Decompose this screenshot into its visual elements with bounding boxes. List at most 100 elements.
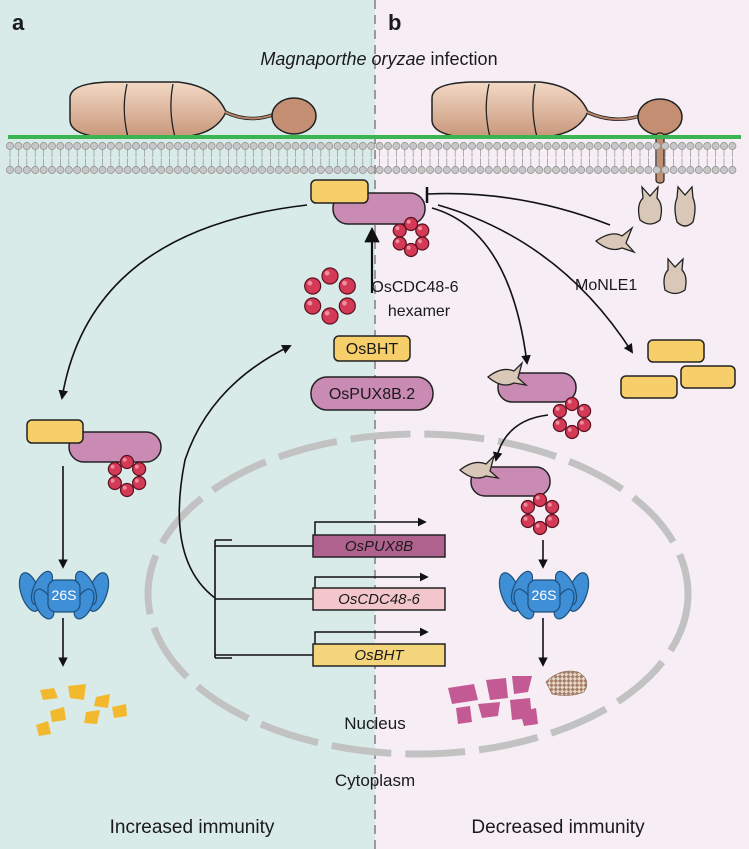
pux-protein-label: OsPUX8B.2 bbox=[329, 386, 415, 403]
lipid-head bbox=[703, 166, 712, 174]
lipid-head bbox=[174, 166, 182, 174]
lipid-head bbox=[375, 166, 384, 174]
lipid-head bbox=[140, 142, 149, 150]
lipid-head bbox=[686, 142, 695, 150]
gene-ospux8b-label: OsPUX8B bbox=[345, 538, 413, 555]
lipid-head bbox=[115, 142, 124, 150]
lipid-head bbox=[249, 166, 258, 174]
lipid-head bbox=[602, 142, 611, 150]
hexamer-subunit bbox=[119, 454, 135, 470]
lipid-head bbox=[316, 166, 325, 174]
subunit-highlight bbox=[134, 464, 139, 469]
pux-protein-label-box: OsPUX8B.2 bbox=[310, 376, 434, 411]
lipid-head bbox=[350, 142, 359, 150]
lipid-head bbox=[249, 142, 258, 150]
lipid-head bbox=[325, 142, 334, 150]
lipid-head bbox=[14, 166, 23, 174]
subunit-highlight bbox=[547, 516, 552, 521]
lipid-head bbox=[619, 142, 628, 150]
lipid-head bbox=[232, 142, 241, 150]
lipid-head bbox=[14, 142, 23, 150]
panel-b-letter: b bbox=[388, 10, 401, 35]
subunit-highlight bbox=[523, 516, 528, 521]
lipid-head bbox=[98, 166, 107, 174]
lipid-head bbox=[720, 142, 728, 150]
subunit-highlight bbox=[342, 280, 347, 286]
lipid-head bbox=[157, 166, 166, 174]
lipid-head bbox=[711, 166, 720, 174]
infection-word: infection bbox=[426, 49, 498, 69]
panel-b-outcome: Decreased immunity bbox=[471, 817, 645, 838]
lipid-head bbox=[182, 142, 191, 150]
lipid-head bbox=[258, 142, 266, 150]
lipid-head bbox=[417, 166, 426, 174]
hexamer-subunit bbox=[532, 520, 548, 536]
lipid-head bbox=[48, 142, 56, 150]
lipid-head bbox=[115, 166, 124, 174]
lipid-head bbox=[123, 142, 132, 150]
lipid-head bbox=[22, 142, 31, 150]
lipid-head bbox=[216, 142, 224, 150]
lipid-head bbox=[39, 142, 48, 150]
lipid-head bbox=[207, 166, 216, 174]
lipid-head bbox=[342, 142, 350, 150]
gene-osbht-label: OsBHT bbox=[354, 647, 405, 664]
subunit-highlight bbox=[342, 300, 347, 306]
lipid-head bbox=[132, 142, 140, 150]
lipid-head bbox=[526, 166, 535, 174]
infection-title: Magnaporthe oryzae infection bbox=[260, 49, 497, 69]
lipid-head bbox=[283, 142, 292, 150]
subunit-highlight bbox=[418, 239, 422, 244]
lipid-head bbox=[123, 166, 132, 174]
lipid-head bbox=[325, 166, 334, 174]
hexamer-subunit bbox=[552, 403, 567, 419]
lipid-head bbox=[98, 142, 107, 150]
lipid-head bbox=[73, 166, 82, 174]
lipid-head bbox=[451, 142, 460, 150]
subunit-highlight bbox=[567, 399, 572, 404]
lipid-head bbox=[476, 142, 485, 150]
pathogen-name: Magnaporthe oryzae bbox=[260, 49, 425, 69]
lipid-head bbox=[216, 166, 224, 174]
hexamer-subunit bbox=[564, 424, 580, 440]
lipid-head bbox=[64, 166, 73, 174]
panel-b-complex-1 bbox=[486, 360, 592, 440]
lipid-head bbox=[367, 166, 376, 174]
lipid-head bbox=[678, 142, 686, 150]
lipid-head bbox=[728, 142, 737, 150]
lipid-head bbox=[459, 166, 468, 174]
lipid-head bbox=[90, 166, 98, 174]
lipid-head bbox=[199, 166, 208, 174]
lipid-head bbox=[199, 142, 208, 150]
lipid-head bbox=[283, 166, 292, 174]
panel-a-letter: a bbox=[12, 10, 25, 35]
lipid-head bbox=[48, 166, 56, 174]
hexamer-subunit bbox=[520, 499, 535, 515]
lipid-head bbox=[619, 166, 628, 174]
lipid-head bbox=[6, 142, 14, 150]
hexamer-subunit bbox=[304, 277, 322, 295]
subunit-highlight bbox=[324, 270, 330, 276]
panel-a-proteasome bbox=[18, 570, 110, 620]
lipid-head bbox=[409, 166, 418, 174]
hexamer-label-line2: hexamer bbox=[388, 303, 451, 320]
lipid-head bbox=[39, 166, 48, 174]
proteasome-core bbox=[527, 579, 561, 613]
bht-protein-label: OsBHT bbox=[346, 341, 399, 358]
lipid-head bbox=[81, 142, 90, 150]
subunit-highlight bbox=[307, 280, 313, 286]
lipid-head bbox=[585, 142, 594, 150]
hexamer-subunit bbox=[321, 267, 339, 285]
lipid-head bbox=[190, 166, 199, 174]
hexamer-subunit bbox=[577, 403, 592, 419]
membrane-complex bbox=[310, 179, 430, 258]
lipid-head bbox=[56, 142, 65, 150]
lipid-head bbox=[342, 166, 350, 174]
gene-osbht: OsBHT bbox=[312, 627, 446, 667]
lipid-head bbox=[333, 142, 342, 150]
lipid-head bbox=[476, 166, 485, 174]
subunit-highlight bbox=[535, 495, 540, 500]
lipid-head bbox=[274, 166, 283, 174]
lipid-head bbox=[510, 166, 518, 174]
nucleus-label: Nucleus bbox=[344, 714, 405, 733]
